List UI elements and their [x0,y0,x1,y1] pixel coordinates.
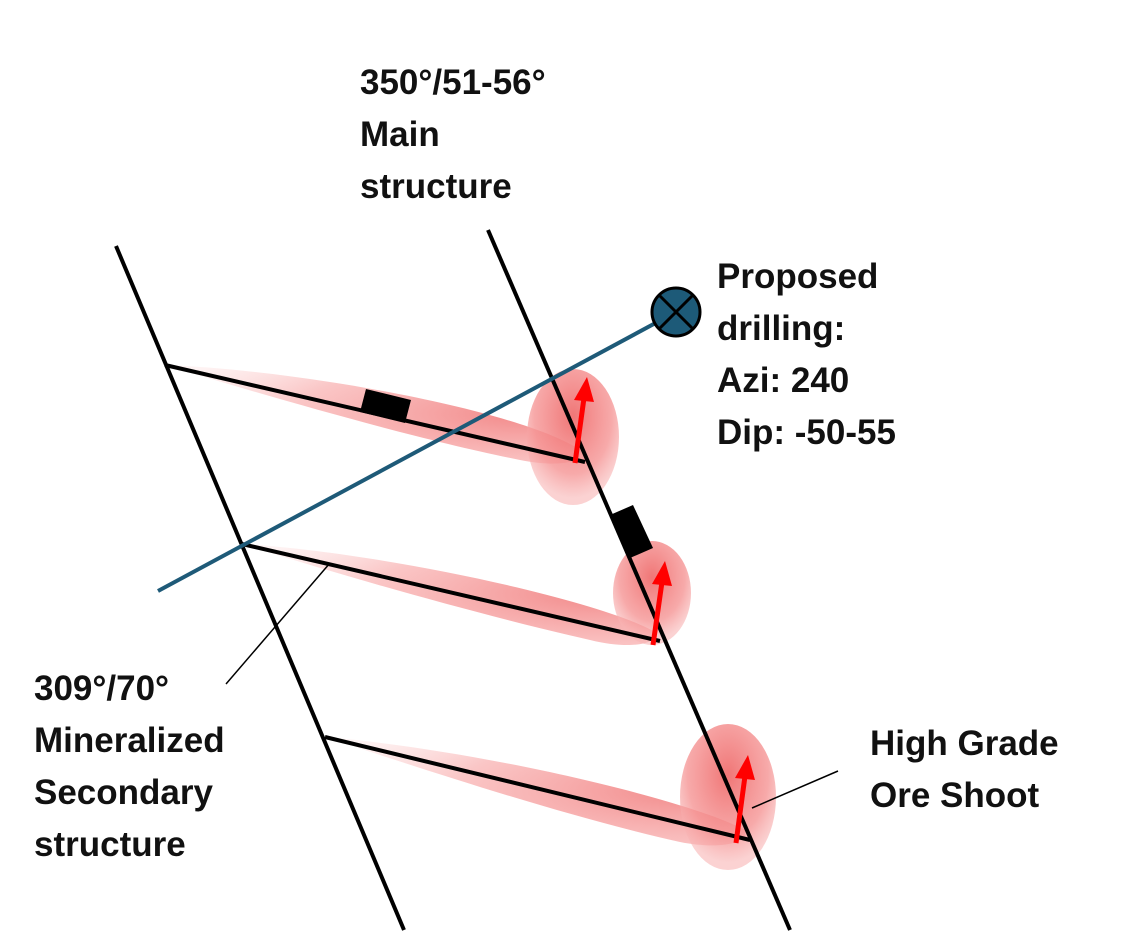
ore-shoot-top [527,369,619,505]
proposed-drilling-text-2: drilling: [717,309,846,348]
main-structure-text-1: Main [360,115,440,154]
drill-trace [157,310,677,593]
black-rectangle-marker [360,389,411,423]
arrow-up-icon [650,561,672,646]
main-structure-text-2: structure [360,167,512,206]
proposed-drilling-label: Proposed drilling: Azi: 240 Dip: -50-55 [717,251,896,459]
secondary-structure-text-3: structure [34,825,186,864]
drilling-azimuth: Azi: 240 [717,361,850,400]
main-structure-label: 350°/51-56° Main structure [360,57,546,213]
leader-line-ore-shoot [751,770,839,809]
ore-shoot-bottom [680,724,776,870]
leader-line-secondary [225,562,331,685]
proposed-drilling-text-1: Proposed [717,257,879,296]
proposed-drill [157,286,702,593]
secondary-structure-text-2: Secondary [34,773,213,812]
secondary-structure-label: 309°/70° Mineralized Secondary structure [34,663,225,871]
ore-shoot-label: High Grade Ore Shoot [870,718,1059,822]
arrow-up-icon [572,377,594,464]
plunge-arrows [572,377,755,844]
ore-shoot-middle [613,541,691,645]
offset-markers [360,389,653,558]
secondary-structure-bottom [324,735,751,842]
drilling-dip: Dip: -50-55 [717,413,896,452]
main-structure-orientation: 350°/51-56° [360,63,546,102]
leader-lines [225,562,839,809]
ore-shoot-text-2: Ore Shoot [870,776,1040,815]
circle-cross-icon [650,286,702,338]
secondary-structure-text-1: Mineralized [34,721,225,760]
secondary-structure-middle [241,542,661,643]
black-rectangle-marker [610,505,653,558]
arrow-up-icon [733,755,755,844]
secondary-structure-orientation: 309°/70° [34,669,170,708]
main-structure-left [114,245,406,931]
ore-shoot-text-1: High Grade [870,724,1059,763]
